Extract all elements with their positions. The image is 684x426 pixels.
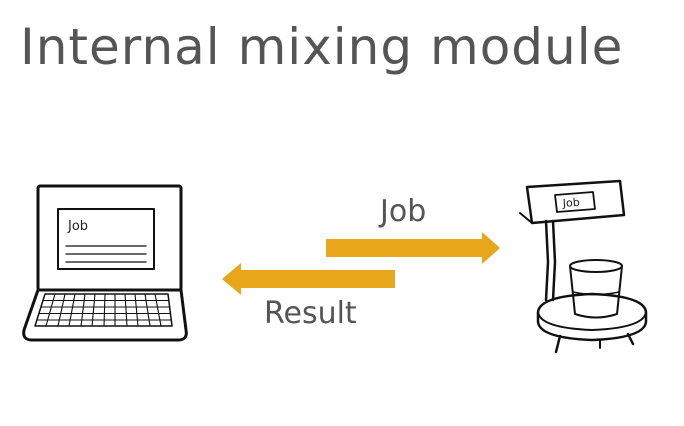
laptop-icon (22, 184, 188, 342)
scale-device-icon (519, 179, 648, 354)
result-arrow-label: Result (264, 296, 357, 331)
beaker-icon (569, 259, 623, 319)
job-arrow-label: Job (380, 194, 427, 229)
arrow-right-icon (326, 232, 500, 264)
device-display (554, 191, 596, 213)
laptop-base (22, 288, 188, 342)
page-title: Internal mixing module (20, 18, 624, 76)
device-foot (554, 334, 562, 354)
laptop-screen (57, 208, 155, 270)
laptop-keyboard (34, 293, 173, 327)
device-pole (544, 219, 550, 302)
device-terminal (525, 179, 626, 225)
laptop-screen-label: Job (67, 219, 88, 234)
laptop-lid (36, 184, 183, 292)
arrow-left-icon (222, 263, 395, 295)
device-display-label: Job (561, 196, 580, 210)
